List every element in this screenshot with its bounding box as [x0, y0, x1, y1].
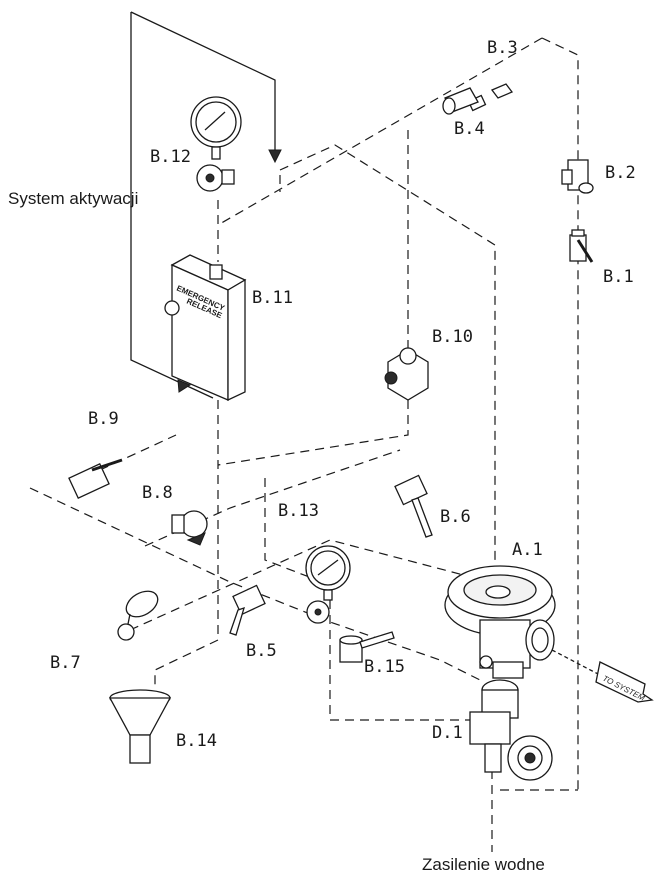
sight-glass-b8 [171, 510, 208, 546]
label-b6: B.6 [440, 507, 471, 527]
alarm-valve-a1 [444, 565, 556, 679]
label-b2: B.2 [605, 163, 636, 183]
caption-activation-system: System aktywacji [8, 189, 138, 208]
label-b5: B.5 [246, 641, 277, 661]
ball-valve-b9 [68, 458, 123, 500]
pressure-gauge-b13 [305, 545, 351, 624]
ball-valve-b6 [394, 474, 433, 538]
dashed-piping [29, 37, 579, 852]
label-b10: B.10 [432, 327, 473, 347]
pressure-gauge-b12 [190, 96, 242, 192]
emergency-release-box-b11[interactable]: EMERGENCY RELEASE [164, 254, 247, 402]
to-system-arrow: TO SYSTEM [551, 649, 654, 703]
label-b4: B.4 [454, 119, 485, 139]
label-b13: B.13 [278, 501, 319, 521]
label-b3: B.3 [487, 38, 518, 58]
gate-valve-d1 [469, 679, 553, 781]
label-b9: B.9 [88, 409, 119, 429]
label-b7: B.7 [50, 653, 81, 673]
label-a1: A.1 [512, 540, 543, 560]
label-b14: B.14 [176, 731, 217, 751]
label-b8: B.8 [142, 483, 173, 503]
ball-valve-b5 [229, 584, 266, 636]
label-d1: D.1 [432, 723, 463, 743]
activation-loop [130, 11, 282, 399]
union-b4 [442, 87, 479, 115]
caption-water-supply: Zasilenie wodne [422, 855, 545, 874]
funnel-b14 [108, 689, 172, 764]
strainer-b2 [561, 159, 594, 194]
label-b11: B.11 [252, 288, 293, 308]
ball-valve-b15 [339, 631, 395, 663]
label-b12: B.12 [150, 147, 191, 167]
label-b1: B.1 [603, 267, 634, 287]
ball-valve-b1 [569, 229, 594, 263]
valve-b10 [384, 347, 429, 401]
label-b15: B.15 [364, 657, 405, 677]
drain-valve-b7 [117, 590, 159, 641]
